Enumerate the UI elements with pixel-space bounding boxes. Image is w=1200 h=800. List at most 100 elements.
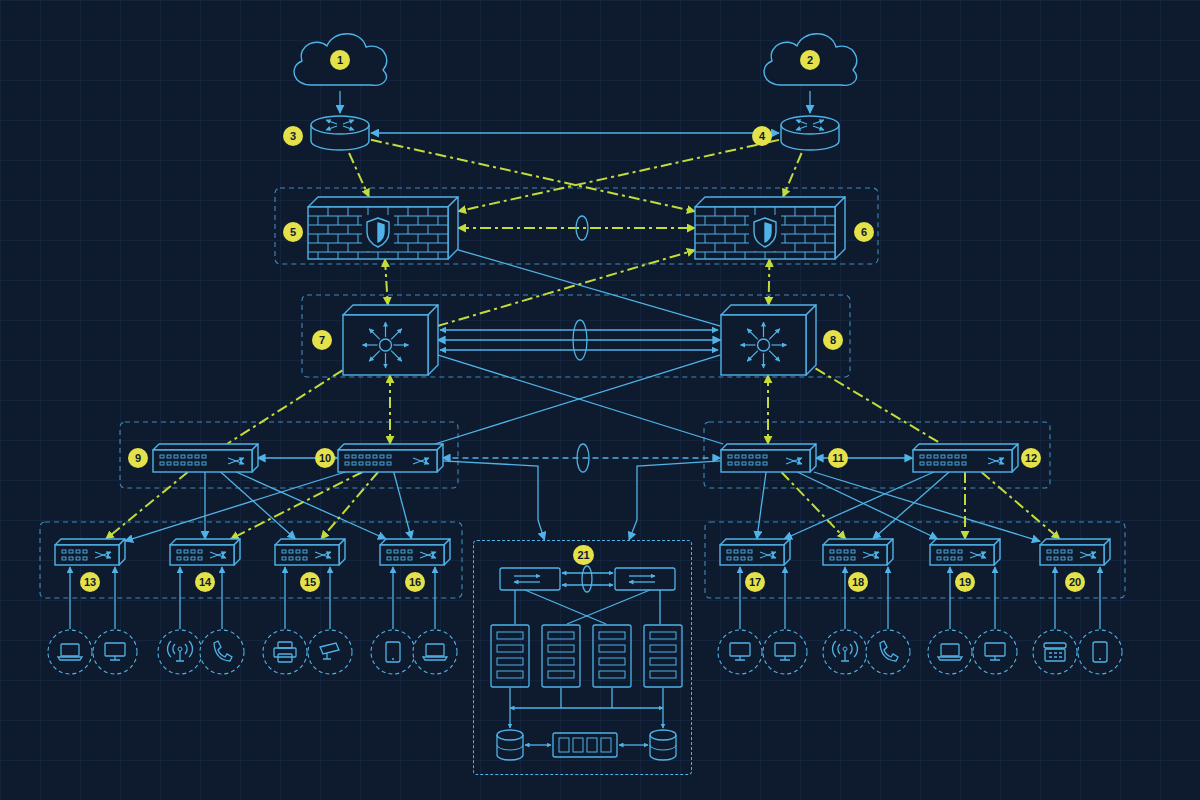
endpoint	[718, 630, 762, 674]
brick-line	[725, 216, 726, 225]
callout-number: 11	[828, 448, 848, 468]
network-link	[797, 472, 937, 539]
router-arrow	[796, 126, 807, 130]
icon-outline	[695, 207, 835, 259]
port	[345, 455, 349, 458]
core-arrow	[384, 353, 385, 368]
icon-part	[426, 644, 444, 656]
switch-symbol	[413, 458, 429, 464]
brick-line	[438, 252, 439, 259]
endpoint	[1033, 630, 1077, 674]
port	[944, 557, 948, 560]
switch: 19	[930, 539, 1000, 565]
endpoint-link	[329, 567, 330, 629]
database	[650, 745, 676, 750]
icon-outline	[308, 207, 448, 259]
callout-number: 16	[405, 572, 425, 592]
group-outline	[120, 422, 458, 488]
endpoint-circle	[263, 630, 307, 674]
brick-line	[825, 216, 826, 225]
icon-outline	[428, 305, 438, 375]
switch: 11	[721, 444, 816, 472]
wire	[525, 590, 606, 624]
icon	[721, 444, 816, 472]
port	[742, 462, 746, 465]
router-arrow	[813, 120, 824, 124]
port	[735, 462, 739, 465]
brick-line	[825, 234, 826, 243]
router-arrow	[796, 120, 807, 124]
icon-outline	[252, 444, 258, 472]
brick-line	[725, 252, 726, 259]
port	[1047, 550, 1051, 553]
port	[728, 462, 732, 465]
port	[948, 455, 952, 458]
port	[934, 462, 938, 465]
endpoint-link	[739, 567, 740, 629]
port	[830, 557, 834, 560]
brick-line	[318, 234, 319, 243]
callout-number: 12	[1021, 448, 1041, 468]
port	[735, 455, 739, 458]
brick-line	[745, 216, 746, 225]
group-outline	[275, 188, 878, 264]
port	[380, 462, 384, 465]
icon-outline	[437, 444, 443, 472]
brick-line	[715, 225, 716, 234]
port	[962, 462, 966, 465]
lag-ring	[576, 216, 588, 240]
shield-ground	[749, 215, 781, 251]
port	[282, 557, 286, 560]
port	[289, 550, 293, 553]
port	[1068, 550, 1072, 553]
network-link	[371, 132, 779, 133]
wire	[662, 688, 663, 708]
endpoint-circle	[308, 630, 352, 674]
port	[1061, 550, 1065, 553]
brick-line	[795, 243, 796, 252]
wire	[514, 590, 515, 624]
port	[951, 557, 955, 560]
port	[83, 557, 87, 560]
port	[951, 550, 955, 553]
shield-ground	[362, 215, 394, 251]
switch: 18	[823, 539, 893, 565]
brick-line	[368, 207, 369, 216]
port	[76, 550, 80, 553]
icon-outline	[823, 545, 887, 565]
server-slot	[548, 671, 574, 678]
port	[198, 557, 202, 560]
port	[62, 550, 66, 553]
endpoint-link	[221, 567, 222, 629]
icon	[823, 539, 893, 565]
network-link	[204, 472, 205, 539]
port	[927, 462, 931, 465]
port	[181, 455, 185, 458]
group-outline	[704, 422, 1050, 488]
port	[296, 557, 300, 560]
switch-symbol	[629, 575, 655, 576]
callout-number: 15	[300, 572, 320, 592]
port	[955, 455, 959, 458]
port	[359, 455, 363, 458]
port	[844, 550, 848, 553]
brick-line	[795, 225, 796, 234]
brick-line	[398, 252, 399, 259]
endpoint-link	[887, 567, 888, 629]
endpoint-link	[69, 567, 70, 629]
core-arrow	[362, 344, 377, 345]
port	[387, 455, 391, 458]
switch-symbol	[629, 581, 655, 582]
icon	[275, 539, 345, 565]
switch-symbol	[514, 575, 540, 576]
endpoint	[763, 630, 807, 674]
icon-part	[168, 641, 193, 657]
brick-line	[815, 225, 816, 234]
icon-outline	[338, 444, 443, 450]
icon	[343, 305, 438, 375]
port	[394, 550, 398, 553]
port	[160, 462, 164, 465]
port	[303, 550, 307, 553]
server-slot	[548, 632, 574, 639]
